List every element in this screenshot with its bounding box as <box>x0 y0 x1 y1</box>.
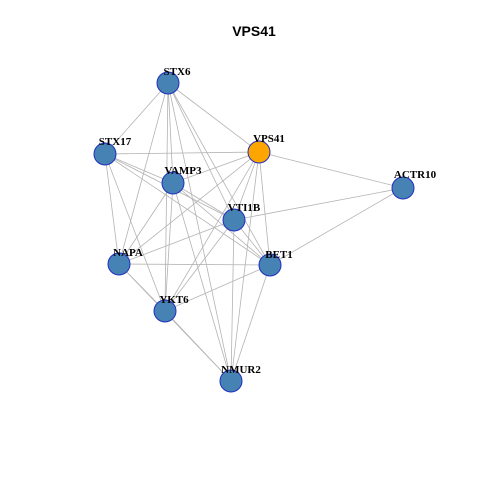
node-vps41: VPS41 <box>247 133 285 164</box>
node-label: ACTR10 <box>394 169 437 181</box>
edge-vti1b-nmur2 <box>230 219 235 382</box>
edge-stx6-vamp3 <box>167 82 174 184</box>
edge-layer <box>104 82 404 382</box>
node-circle <box>161 171 185 195</box>
edge-vps41-vamp3 <box>172 151 260 184</box>
node-label: VPS41 <box>253 133 285 145</box>
edge-ykt6-nmur2 <box>164 310 232 382</box>
node-circle <box>391 176 415 200</box>
edge-vamp3-nmur2 <box>172 182 232 382</box>
edge-bet1-nmur2 <box>230 264 271 382</box>
node-circle <box>93 142 117 166</box>
edge-vps41-napa <box>118 151 260 265</box>
edge-actr10-vti1b <box>233 187 404 221</box>
node-napa: NAPA <box>107 247 143 276</box>
edge-vti1b-napa <box>118 219 235 265</box>
edge-stx6-nmur2 <box>167 82 232 382</box>
node-ykt6: YKT6 <box>153 294 189 323</box>
node-label: BET1 <box>265 249 293 261</box>
edge-napa-bet1 <box>118 263 271 266</box>
edge-vps41-ykt6 <box>164 151 260 312</box>
node-actr10: ACTR10 <box>391 169 437 200</box>
node-stx6: STX6 <box>156 66 191 95</box>
node-label: NAPA <box>113 247 143 259</box>
edge-vti1b-ykt6 <box>164 219 235 312</box>
node-circle <box>156 71 180 95</box>
edge-stx17-vps41 <box>104 151 260 155</box>
edge-vamp3-napa <box>118 182 174 265</box>
node-circle <box>219 369 243 393</box>
edge-vamp3-vti1b <box>172 182 235 221</box>
edge-stx17-vamp3 <box>104 153 174 184</box>
edge-stx17-napa <box>104 153 120 265</box>
edge-stx6-bet1 <box>167 82 271 266</box>
edge-stx6-ykt6 <box>164 82 169 312</box>
node-bet1: BET1 <box>258 249 293 277</box>
node-label: STX17 <box>99 136 132 148</box>
node-stx17: STX17 <box>93 136 132 166</box>
node-circle <box>153 299 177 323</box>
node-label: VAMP3 <box>164 165 202 177</box>
graph-title: VPS41 <box>232 23 276 39</box>
node-label: VTI1B <box>228 202 261 214</box>
edge-vamp3-ykt6 <box>164 182 174 312</box>
edge-actr10-bet1 <box>269 187 404 266</box>
edge-vps41-vti1b <box>233 151 260 221</box>
node-vamp3: VAMP3 <box>161 165 202 195</box>
node-circle <box>247 140 271 164</box>
node-label: YKT6 <box>159 294 189 306</box>
edge-vps41-actr10 <box>258 151 404 189</box>
edge-stx6-vti1b <box>167 82 235 221</box>
edge-stx6-vps41 <box>167 82 260 153</box>
node-vti1b: VTI1B <box>222 202 261 232</box>
edge-stx17-ykt6 <box>104 153 166 312</box>
node-circle <box>222 208 246 232</box>
edge-stx6-stx17 <box>104 82 169 155</box>
node-label: NMUR2 <box>221 364 261 376</box>
node-nmur2: NMUR2 <box>219 364 261 393</box>
edge-vamp3-bet1 <box>172 182 271 266</box>
node-label: STX6 <box>164 66 191 78</box>
edge-bet1-ykt6 <box>164 264 271 312</box>
edge-vps41-nmur2 <box>230 151 260 382</box>
edge-vps41-bet1 <box>258 151 271 266</box>
node-circle <box>258 253 282 277</box>
node-circle <box>107 252 131 276</box>
